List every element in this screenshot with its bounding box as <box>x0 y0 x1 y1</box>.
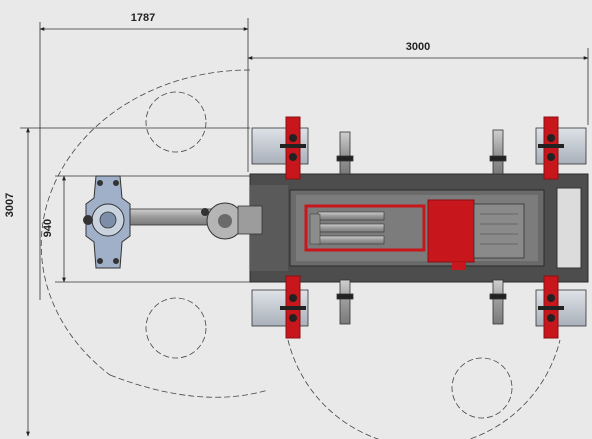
support-posts <box>336 129 507 325</box>
main-frame <box>249 173 589 283</box>
dimension-label-1787: 1787 <box>131 12 155 24</box>
dimension-label-3007: 3007 <box>4 193 16 217</box>
outrigger-bolts <box>280 134 564 322</box>
dimension-label-3000: 3000 <box>406 41 430 53</box>
hydraulic-unit <box>304 199 525 270</box>
dimension-lines <box>20 18 589 437</box>
swing-arcs <box>40 69 561 439</box>
dimension-label-940: 940 <box>42 219 54 237</box>
arm-assembly <box>83 175 263 269</box>
